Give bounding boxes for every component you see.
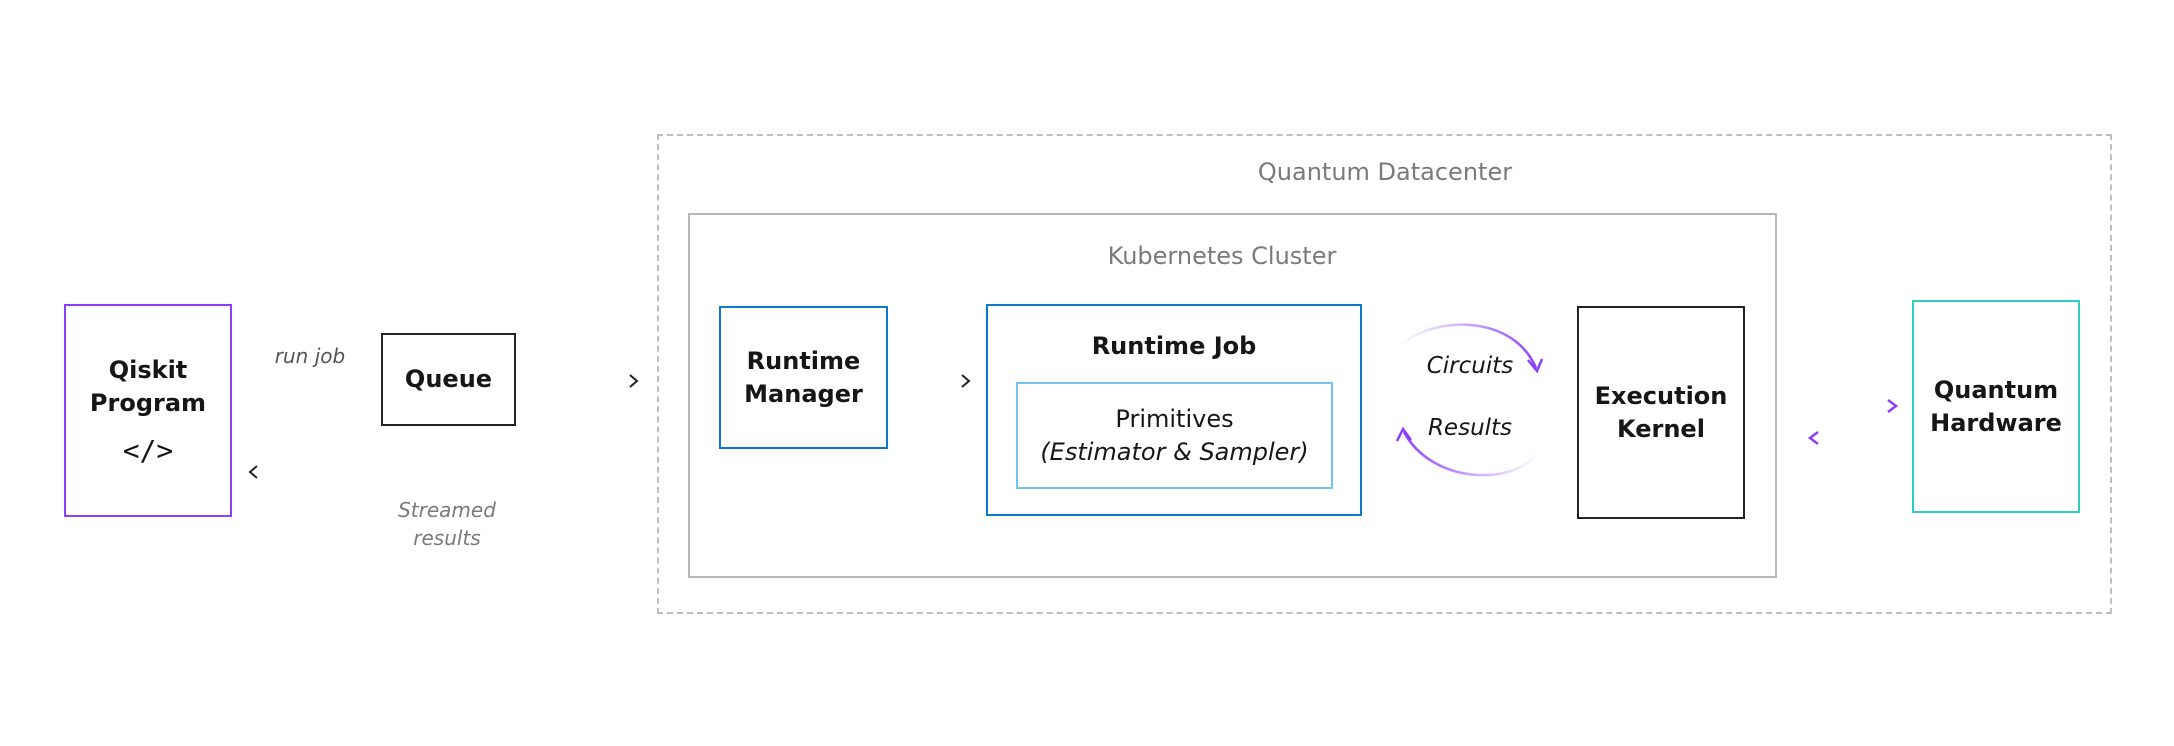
quantum-datacenter-region (657, 134, 2112, 614)
results-label: Results (1427, 415, 1513, 441)
quantum-hardware-line2: Hardware (1930, 408, 2062, 437)
circuits-label: Circuits (1426, 353, 1514, 379)
streamed-results-line1: Streamed (398, 498, 496, 522)
quantum-hardware-box[interactable]: Quantum Hardware (1912, 300, 2080, 513)
queue-box[interactable]: Queue (381, 333, 516, 426)
results-loop-arc (1402, 431, 1538, 477)
kubernetes-cluster-region (688, 213, 1777, 578)
execution-kernel-box[interactable]: Execution Kernel (1577, 306, 1745, 519)
primitives-line2: (Estimator & Sampler) (1040, 437, 1309, 466)
runtime-job-box[interactable]: Runtime Job (986, 304, 1362, 516)
runtime-manager-line2: Manager (744, 379, 863, 408)
runtime-manager-line1: Runtime (746, 346, 861, 375)
execution-kernel-line2: Kernel (1617, 414, 1705, 443)
execution-kernel-line1: Execution (1594, 381, 1728, 410)
queue-label: Queue (404, 365, 493, 393)
runtime-job-label: Runtime Job (1091, 332, 1257, 360)
run-job-label: run job (274, 344, 346, 368)
primitives-line1: Primitives (1115, 404, 1234, 433)
primitives-box[interactable]: Primitives (Estimator & Sampler) (1016, 382, 1333, 489)
qiskit-program-line2: Program (89, 389, 207, 417)
circuits-loop-arc (1403, 323, 1538, 369)
qiskit-program-box[interactable]: Qiskit Program </> (64, 304, 232, 517)
code-icon: </> (122, 434, 174, 467)
streamed-results-label: Streamed results (367, 496, 527, 552)
quantum-datacenter-label: Quantum Datacenter (1257, 158, 1513, 186)
streamed-results-line2: results (413, 526, 481, 550)
runtime-manager-box[interactable]: Runtime Manager (719, 306, 888, 449)
quantum-hardware-line1: Quantum (1933, 375, 2059, 404)
qiskit-program-line1: Qiskit (108, 356, 188, 384)
kubernetes-cluster-label: Kubernetes Cluster (1107, 242, 1337, 270)
